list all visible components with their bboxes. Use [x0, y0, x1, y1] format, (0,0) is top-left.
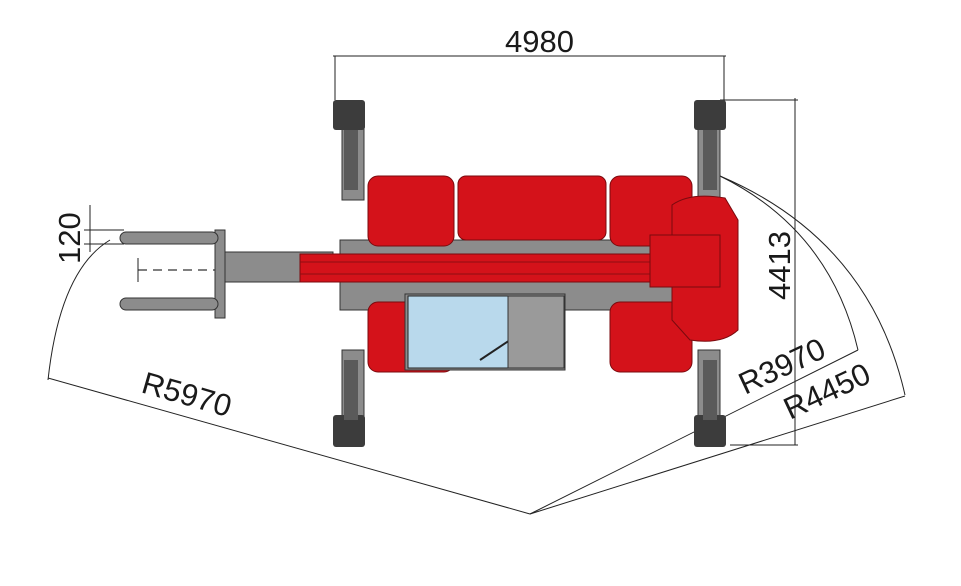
dimension-lines — [47, 55, 906, 515]
fork-offset-label: 120 — [52, 212, 87, 264]
boom — [214, 234, 721, 288]
overall-length-label: 4413 — [762, 231, 797, 300]
fork-radius-label: R5970 — [138, 365, 235, 424]
outriggers — [333, 100, 726, 447]
forks — [119, 229, 226, 319]
overall-width-label: 4980 — [505, 24, 574, 59]
